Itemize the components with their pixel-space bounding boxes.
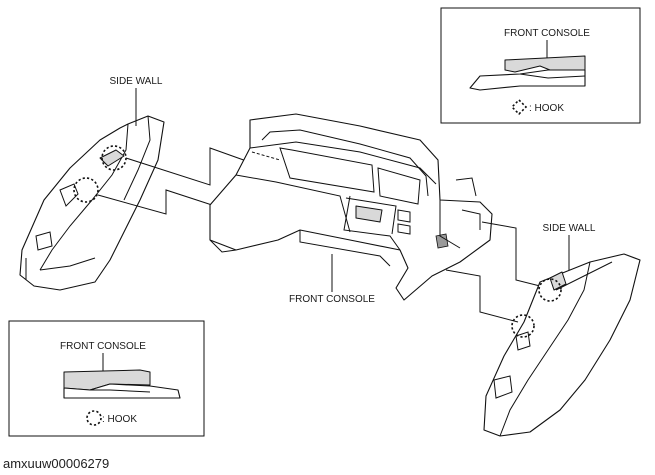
inset-bottom-left-hook-legend-icon	[86, 410, 102, 426]
inset-bottom-left-hook-legend-label: : HOOK	[102, 414, 137, 425]
right-side-wall-hook-upper	[538, 278, 562, 302]
inset-top-right-hook-legend-label: : HOOK	[529, 103, 564, 114]
inset-bottom-left: FRONT CONSOLE : HOOK	[8, 320, 205, 437]
left-side-wall	[19, 115, 165, 291]
inset-top-right-side-wall	[469, 69, 586, 91]
inset-top-right-hook-legend-icon	[510, 98, 528, 116]
inset-bottom-left-title: FRONT CONSOLE	[60, 341, 146, 352]
inset-top-right-title: FRONT CONSOLE	[504, 28, 590, 39]
front-console-label: FRONT CONSOLE	[289, 294, 375, 305]
right-side-wall-hook-lower	[511, 314, 535, 338]
left-side-wall-label: SIDE WALL	[110, 76, 163, 87]
inset-top-right: FRONT CONSOLE : HOOK	[440, 7, 641, 124]
front-console	[209, 113, 493, 301]
image-code: amxuuw00006279	[3, 456, 109, 471]
right-side-wall	[483, 253, 641, 437]
inset-top-right-console-edge	[504, 55, 586, 73]
right-side-wall-label: SIDE WALL	[543, 223, 596, 234]
left-side-wall-hook-lower	[73, 177, 99, 203]
